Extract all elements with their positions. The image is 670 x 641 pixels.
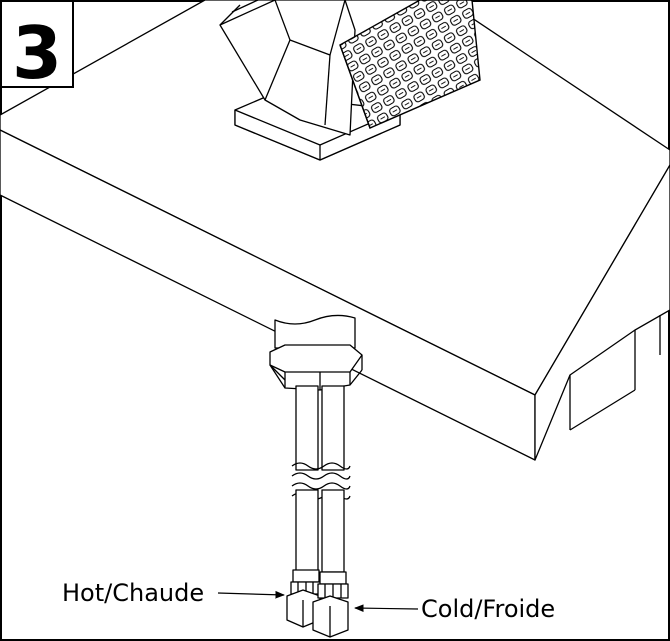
cold-leader-arrow	[354, 604, 419, 612]
mounting-nut	[269, 314, 363, 391]
hot-leader-arrow	[217, 590, 285, 599]
hose-fitting-hot	[286, 569, 322, 628]
step-badge	[0, 0, 74, 88]
step-number: 3	[12, 11, 62, 95]
hot-label: Hot/Chaude	[62, 579, 204, 607]
supply-hoses	[291, 385, 351, 573]
countertop	[0, 0, 670, 461]
faucet-body	[219, 0, 481, 136]
cold-label: Cold/Froide	[421, 595, 555, 623]
hose-fitting-cold	[312, 571, 349, 638]
